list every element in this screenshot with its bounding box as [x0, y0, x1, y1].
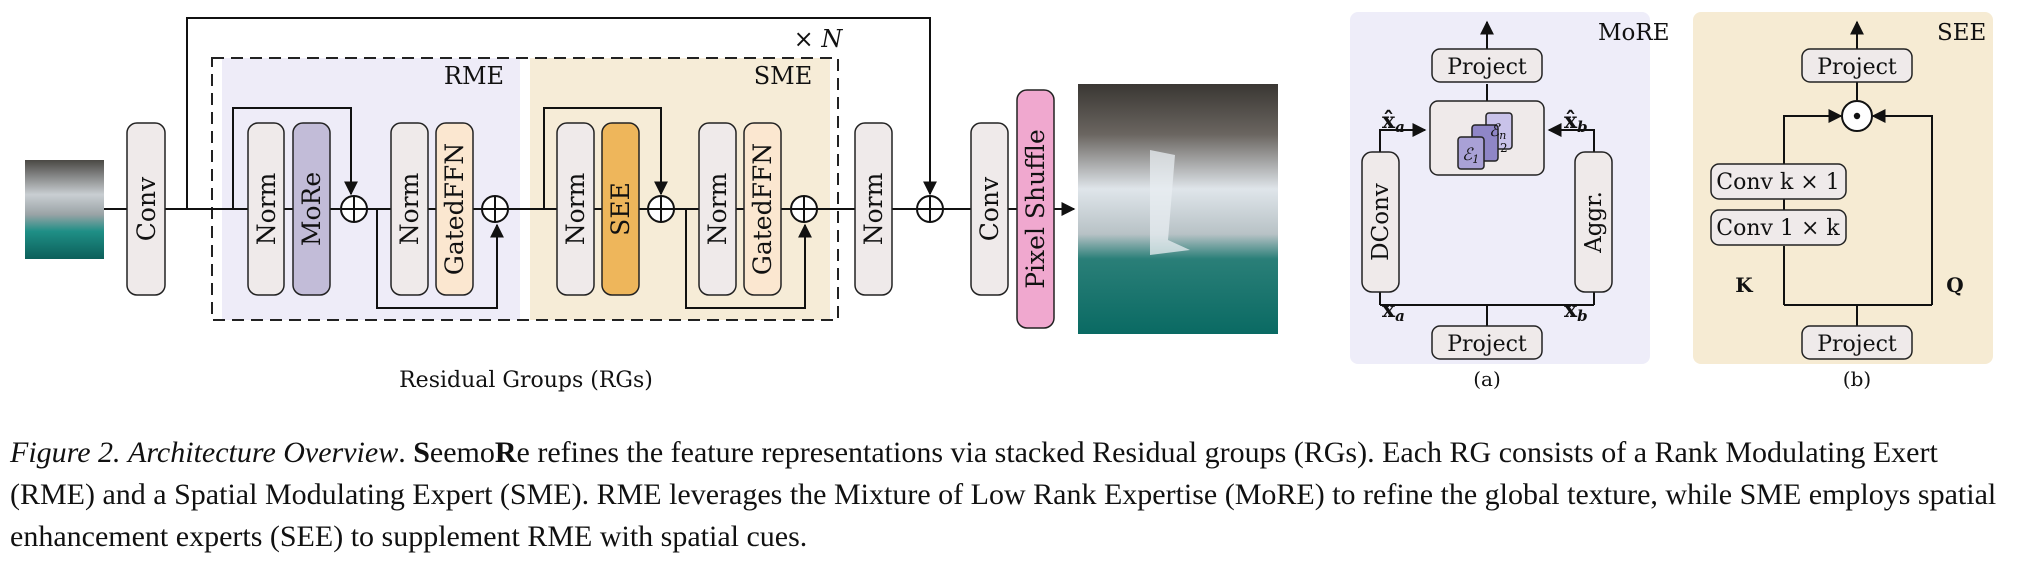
expert-1-card [1457, 136, 1485, 170]
name-s: S [413, 436, 430, 469]
add-node-2 [481, 195, 509, 223]
gatedffn-1-label: GatedFFN [440, 143, 469, 275]
see-label: SEE [606, 182, 635, 236]
main-connections [104, 17, 1076, 309]
expert-n-label: ℰn [1489, 121, 1506, 142]
norm-block-3 [556, 122, 595, 296]
architecture-diagram: Conv Norm MoRe Norm GatedFFN Norm SEE No… [25, 12, 1993, 393]
more-project-top [1431, 48, 1543, 83]
dconv-block [1361, 151, 1400, 293]
figure-caption: Figure 2. Architecture Overview. SeemoRe… [10, 436, 1997, 553]
gatedffn-block-1 [435, 122, 474, 296]
more-project-bottom [1431, 325, 1543, 360]
add-node-global [916, 195, 944, 223]
x-b-label: xb [1564, 297, 1588, 325]
k-label: K [1735, 273, 1753, 297]
see-panel-title: SEE [1937, 20, 1986, 46]
more-panel-title: MoRE [1598, 20, 1670, 46]
conv-out-label: Conv [975, 176, 1004, 241]
conv-out-block [970, 122, 1009, 296]
name-r: R [494, 436, 517, 469]
q-label: Q [1946, 273, 1963, 297]
see-project-top [1801, 48, 1913, 83]
name-eemo: eemo [429, 436, 495, 469]
residual-groups-label: Residual Groups (RGs) [399, 368, 653, 393]
norm-4-label: Norm [703, 172, 732, 245]
output-image-detail [1150, 150, 1190, 255]
x-hat-a-label: x̂a [1382, 108, 1405, 136]
sme-label: SME [754, 62, 813, 90]
name-e: e [516, 436, 530, 469]
norm-block-4 [698, 122, 737, 296]
more-label: MoRe [297, 172, 326, 246]
expert-2-label: 2 [1500, 141, 1508, 155]
conv-1k-block [1710, 209, 1847, 246]
conv-1k-label: Conv 1 × k [1716, 216, 1840, 241]
conv-in-block [126, 122, 166, 296]
more-block [292, 122, 331, 296]
conv-k1-block [1710, 163, 1847, 200]
expert-1-label: ℰ1 [1462, 145, 1479, 166]
caption-text: refines the feature representations via … [10, 436, 1997, 553]
panel-b-caption: (b) [1843, 367, 1871, 391]
norm-out-block [854, 122, 893, 296]
add-node-3 [647, 195, 675, 223]
norm-2-label: Norm [395, 172, 424, 245]
add-node-4 [790, 195, 818, 223]
repeat-n-label: × N [794, 25, 844, 53]
norm-block-2 [390, 122, 429, 296]
caption-title: Architecture Overview [128, 436, 399, 469]
more-panel-connections [1379, 20, 1595, 328]
norm-block-1 [247, 122, 285, 296]
norm-out-label: Norm [859, 172, 888, 245]
dconv-label: DConv [1368, 183, 1394, 261]
gatedffn-block-2 [743, 122, 782, 296]
conv-k1-label: Conv k × 1 [1716, 170, 1839, 195]
see-panel-connections [1783, 20, 1933, 326]
gatedffn-2-label: GatedFFN [748, 143, 777, 275]
rme-label: RME [444, 62, 504, 90]
pixel-shuffle-block [1016, 89, 1055, 329]
norm-3-label: Norm [561, 172, 590, 245]
pixel-shuffle-label: Pixel Shuffle [1021, 129, 1050, 289]
see-project-bottom-label: Project [1817, 332, 1897, 357]
elementwise-multiply-node [1841, 100, 1873, 132]
panel-a-caption: (a) [1473, 367, 1501, 391]
x-a-label: xa [1382, 297, 1405, 325]
residual-group-boundary [211, 57, 839, 321]
x-hat-b-label: x̂b [1564, 108, 1588, 136]
aggr-block [1574, 151, 1613, 293]
output-image [1078, 84, 1278, 334]
aggr-label: Aggr. [1581, 191, 1607, 254]
more-project-bottom-label: Project [1447, 332, 1527, 357]
add-node-1 [340, 195, 368, 223]
see-project-bottom [1801, 325, 1913, 360]
see-project-top-label: Project [1817, 55, 1897, 80]
conv-in-label: Conv [132, 176, 161, 241]
figure-label: Figure 2. [10, 436, 121, 469]
more-project-top-label: Project [1447, 55, 1527, 80]
input-image [25, 160, 104, 259]
see-block [601, 122, 640, 296]
norm-1-label: Norm [252, 172, 281, 245]
